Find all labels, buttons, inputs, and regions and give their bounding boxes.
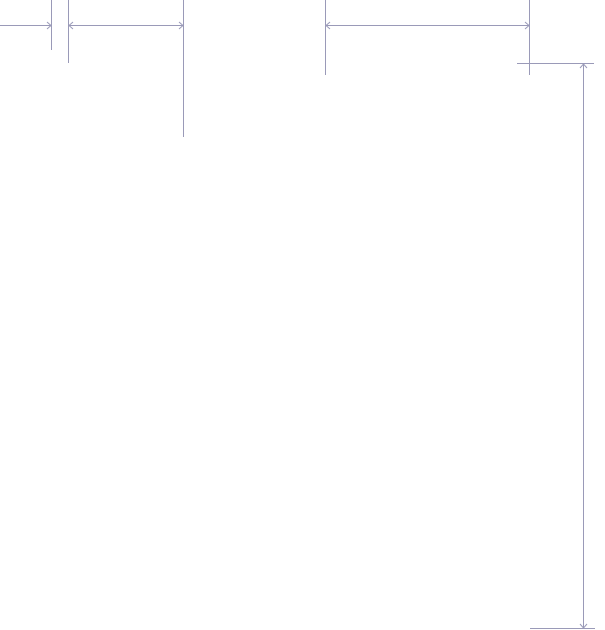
arrow-head: [46, 21, 52, 30]
arrow-head: [68, 21, 74, 30]
arrow-head: [579, 63, 588, 69]
arrow-head: [524, 21, 530, 30]
arrow-head: [325, 21, 331, 30]
arrow-head: [579, 623, 588, 629]
arrow-head: [178, 21, 184, 30]
